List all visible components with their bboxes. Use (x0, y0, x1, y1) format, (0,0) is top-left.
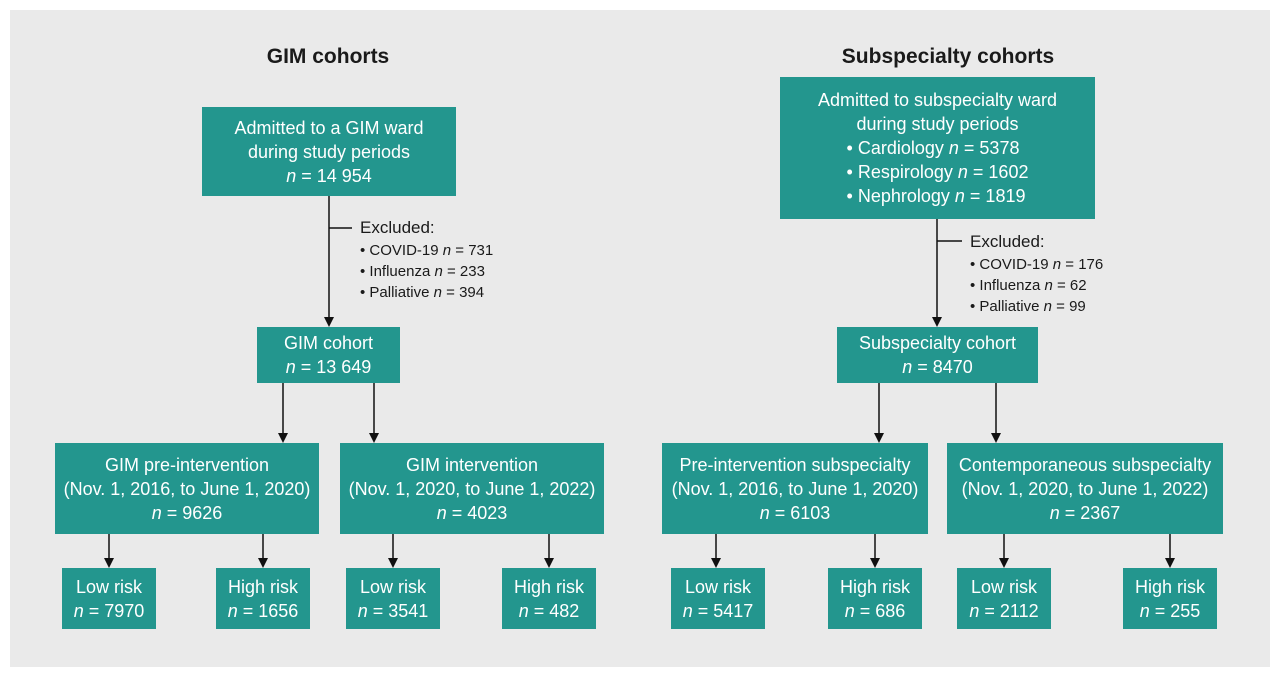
sub-int-count: n = 2367 (1049, 502, 1121, 523)
subspecialty-cohort-box: Subspecialty cohort n = 8470 (837, 327, 1038, 383)
ward-item: • Cardiology n = 5378 (846, 138, 1020, 158)
gim-int-label: GIM intervention (405, 454, 539, 475)
sub-pre-low-risk-box: Low risk n = 5417 (671, 568, 765, 629)
subspecialty-admitted-line2: during study periods (856, 114, 1019, 134)
risk-count: n = 1656 (227, 600, 299, 621)
sub-int-low-risk-box: Low risk n = 2112 (957, 568, 1051, 629)
gim-pre-count: n = 9626 (151, 502, 223, 523)
gim-pre-period: (Nov. 1, 2016, to June 1, 2020) (63, 478, 311, 499)
excluded-item: • Palliative n = 99 (970, 298, 1086, 315)
excluded-item: • COVID-19 n = 176 (970, 256, 1104, 273)
gim-int-count: n = 4023 (436, 502, 508, 523)
risk-label: High risk (839, 576, 910, 597)
risk-label: Low risk (359, 576, 426, 597)
subspecialty-admitted-box: Admitted to subspecialty ward during stu… (780, 77, 1095, 219)
excluded-title: Excluded: (970, 232, 1045, 251)
n-symbol: n (286, 165, 297, 186)
sub-int-high-risk-box: High risk n = 255 (1123, 568, 1217, 629)
gim-heading: GIM cohorts (266, 45, 390, 68)
risk-count: n = 2112 (969, 600, 1039, 621)
count-value: = 14 954 (296, 165, 372, 186)
risk-count: n = 5417 (682, 600, 754, 621)
gim-pre-intervention-box: GIM pre-intervention (Nov. 1, 2016, to J… (55, 443, 319, 534)
gim-pre-label: GIM pre-intervention (104, 454, 270, 475)
gim-cohort-count: n = 13 649 (285, 357, 372, 377)
subspecialty-heading: Subspecialty cohorts (841, 45, 1055, 68)
risk-label: High risk (513, 576, 584, 597)
gim-int-period: (Nov. 1, 2020, to June 1, 2022) (348, 478, 596, 499)
sub-pre-period: (Nov. 1, 2016, to June 1, 2020) (671, 478, 919, 499)
sub-pre-high-risk-box: High risk n = 686 (828, 568, 922, 629)
risk-count: n = 482 (518, 600, 580, 621)
gim-pre-high-risk-box: High risk n = 1656 (216, 568, 310, 629)
ward-item: • Respirology n = 1602 (846, 162, 1029, 182)
excluded-title: Excluded: (360, 218, 435, 237)
risk-label: Low risk (970, 576, 1037, 597)
sub-pre-count: n = 6103 (759, 502, 831, 523)
gim-pre-low-risk-box: Low risk n = 7970 (62, 568, 156, 629)
gim-int-low-risk-box: Low risk n = 3541 (346, 568, 440, 629)
sub-pre-label: Pre-intervention subspecialty (679, 454, 911, 475)
risk-count: n = 686 (844, 600, 906, 621)
excluded-item: • Influenza n = 233 (360, 263, 485, 280)
gim-cohort-label: GIM cohort (283, 333, 374, 353)
gim-admitted-count: n = 14 954 (286, 164, 372, 188)
contemporaneous-subspecialty-box: Contemporaneous subspecialty (Nov. 1, 20… (947, 443, 1223, 534)
subspecialty-admitted-line1: Admitted to subspecialty ward (817, 90, 1058, 110)
gim-admitted-line2: during study periods (247, 141, 411, 162)
gim-admitted-line1: Admitted to a GIM ward (234, 117, 424, 138)
risk-label: High risk (1134, 576, 1205, 597)
gim-intervention-box: GIM intervention (Nov. 1, 2020, to June … (340, 443, 604, 534)
sub-int-period: (Nov. 1, 2020, to June 1, 2022) (961, 478, 1209, 499)
risk-count: n = 7970 (73, 600, 145, 621)
gim-excluded-list: Excluded: • COVID-19 n = 731 • Influenza… (360, 216, 493, 303)
gim-cohort-box: GIM cohort n = 13 649 (257, 327, 400, 383)
risk-label: Low risk (684, 576, 751, 597)
ward-item: • Nephrology n = 1819 (846, 186, 1026, 206)
subspecialty-excluded-list: Excluded: • COVID-19 n = 176 • Influenza… (970, 230, 1103, 317)
subspecialty-pre-intervention-box: Pre-intervention subspecialty (Nov. 1, 2… (662, 443, 928, 534)
subspecialty-cohort-label: Subspecialty cohort (858, 333, 1017, 353)
gim-admitted-box: Admitted to a GIM ward during study peri… (202, 107, 456, 196)
excluded-item: • Influenza n = 62 (970, 277, 1087, 294)
subspecialty-cohort-count: n = 8470 (902, 357, 973, 377)
risk-label: High risk (227, 576, 298, 597)
excluded-item: • Palliative n = 394 (360, 284, 485, 301)
sub-int-label: Contemporaneous subspecialty (958, 454, 1212, 475)
gim-int-high-risk-box: High risk n = 482 (502, 568, 596, 629)
risk-count: n = 3541 (357, 600, 429, 621)
risk-label: Low risk (75, 576, 142, 597)
excluded-item: • COVID-19 n = 731 (360, 242, 494, 259)
risk-count: n = 255 (1139, 600, 1201, 621)
ward-list: • Cardiology n = 5378 • Respirology n = … (847, 136, 1029, 208)
